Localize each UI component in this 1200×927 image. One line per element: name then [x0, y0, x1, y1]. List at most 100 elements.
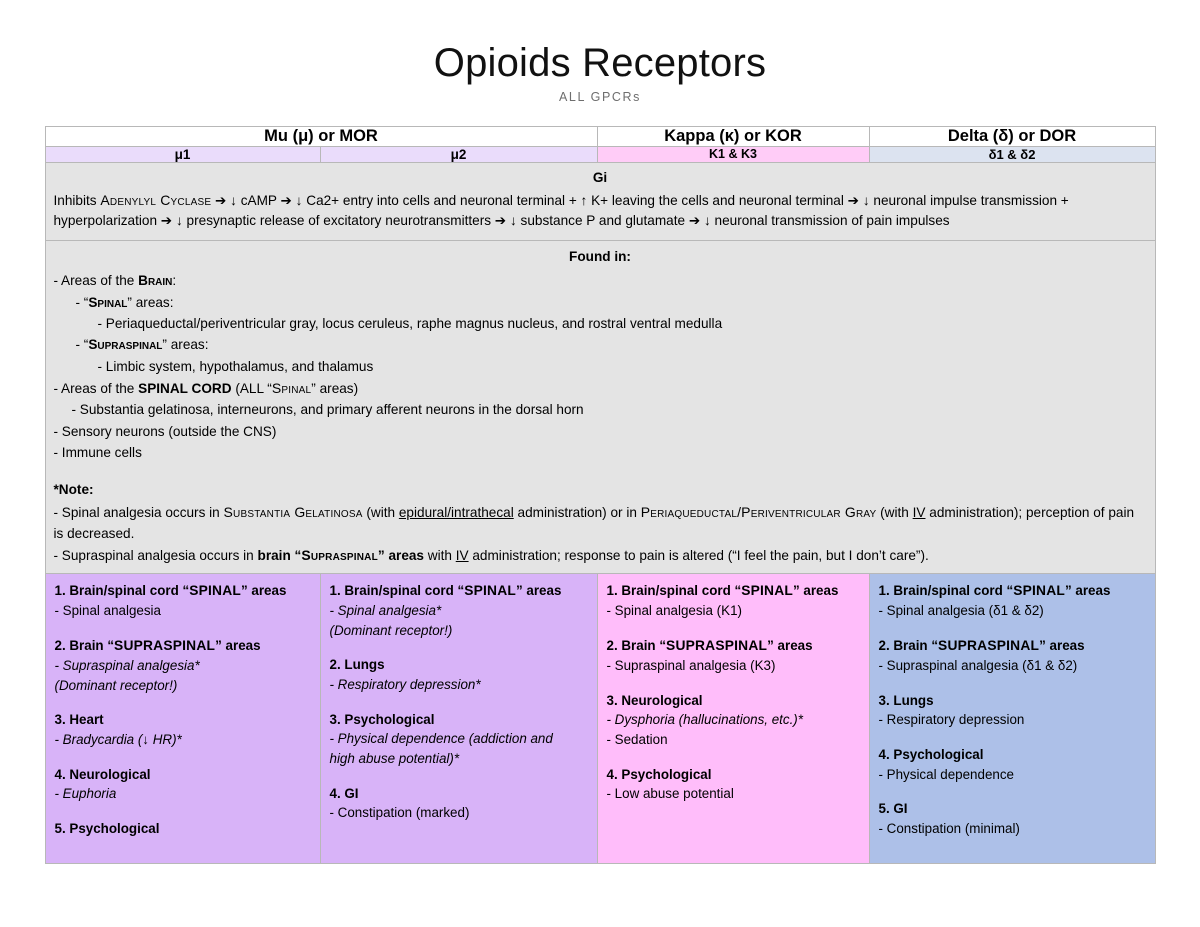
- page-title: Opioids Receptors: [433, 41, 767, 85]
- group-gap: [879, 730, 1146, 745]
- table-header-row: Mu (μ) or MOR Kappa (κ) or KOR Delta (δ)…: [44, 126, 1156, 147]
- found-in-line-1: - “Spinal” areas:: [75, 294, 174, 310]
- column-kappa-content: 1. Brain/spinal cord “SPINAL” areas - Spi…: [597, 573, 869, 863]
- gi-cell: Gi Inhibits Adenylyl Cyclase ➔ ↓ cAMP ➔ …: [44, 162, 1156, 241]
- found-in-line-8: - Immune cells: [53, 444, 142, 460]
- note-line-2: - Supraspinal analgesia occurs in brain …: [53, 547, 929, 564]
- column-mu2: 1. Brain/spinal cord “SPINAL” areas - Spi…: [319, 572, 598, 864]
- effect-item: - Spinal analgesia (δ1 & δ2): [878, 602, 1044, 618]
- effect-group-heading: 2. Brain “SUPRASPINAL” areas: [606, 637, 813, 653]
- effect-item: - Constipation (minimal): [878, 821, 1020, 837]
- found-in-line-7: - Sensory neurons (outside the CNS): [53, 423, 277, 439]
- group-gap: [330, 640, 588, 655]
- found-in-line-3: - “Supraspinal” areas:: [75, 337, 209, 353]
- effect-group-heading: 1. Brain/spinal cord “SPINAL” areas: [606, 582, 839, 598]
- effect-item: - Supraspinal analgesia*: [54, 657, 200, 673]
- effect-item: - Low abuse potential: [606, 786, 734, 802]
- effect-group-heading: 3. Neurological: [606, 692, 703, 708]
- group-gap: [879, 621, 1146, 636]
- found-in-cell: Found in: - Areas of the Brain: - “Spina…: [44, 239, 1156, 574]
- title-block: Opioids Receptors ALL GPCRs: [0, 0, 1200, 104]
- gi-text: Inhibits Adenylyl Cyclase ➔ ↓ cAMP ➔ ↓ C…: [53, 191, 1069, 229]
- group-gap: [607, 750, 860, 765]
- effect-item: - Spinal analgesia: [54, 602, 161, 618]
- effect-group-heading: 5. Psychological: [54, 821, 160, 837]
- effect-item: - Sedation: [606, 731, 668, 747]
- effect-item: (Dominant receptor!): [54, 677, 178, 693]
- group-gap: [879, 676, 1146, 691]
- header-kappa: Kappa (κ) or KOR: [596, 126, 870, 147]
- column-mu1-content: 1. Brain/spinal cord “SPINAL” areas - Spi…: [45, 573, 320, 863]
- found-in-heading: Found in:: [569, 248, 631, 264]
- effect-item: - Respiratory depression*: [329, 676, 481, 692]
- group-gap: [55, 695, 311, 710]
- receptor-effects-row: 1. Brain/spinal cord “SPINAL” areas - Spi…: [44, 572, 1156, 864]
- effect-item: (Dominant receptor!): [329, 622, 453, 638]
- effect-item: - Spinal analgesia (K1): [606, 602, 742, 618]
- group-gap: [330, 769, 588, 784]
- adenylyl-cyclase-term: Adenylyl Cyclase: [100, 191, 212, 208]
- note-line-1: - Spinal analgesia occurs in Substantia …: [53, 503, 1135, 541]
- column-mu1: 1. Brain/spinal cord “SPINAL” areas - Spi…: [44, 572, 321, 864]
- group-gap: [607, 676, 860, 691]
- effect-group-heading: 4. GI: [329, 785, 359, 801]
- subheader-delta: δ1 & δ2: [868, 146, 1156, 163]
- effect-group-heading: 4. Psychological: [878, 746, 984, 762]
- group-gap: [55, 621, 311, 636]
- effect-item: - Spinal analgesia*: [329, 602, 442, 618]
- found-in-row: Found in: - Areas of the Brain: - “Spina…: [44, 239, 1156, 574]
- effect-group-heading: 5. GI: [878, 801, 908, 817]
- effect-group-heading: 3. Lungs: [878, 692, 934, 708]
- area-term: SPINAL: [189, 582, 241, 598]
- header-delta: Delta (δ) or DOR: [868, 126, 1156, 147]
- effect-group-heading: 4. Neurological: [54, 766, 151, 782]
- area-term: SPINAL: [1013, 582, 1065, 598]
- found-in-line-4: - Limbic system, hypothalamus, and thala…: [97, 358, 374, 374]
- effect-item: - Dysphoria (hallucinations, etc.)*: [606, 712, 803, 728]
- group-gap: [55, 750, 311, 765]
- substantia-gelatinosa-term: Substantia Gelatinosa: [223, 503, 363, 520]
- effect-item: - Supraspinal analgesia (δ1 & δ2): [878, 657, 1078, 673]
- group-gap: [330, 695, 588, 710]
- opioid-receptors-table: Mu (μ) or MOR Kappa (κ) or KOR Delta (δ)…: [44, 126, 1156, 864]
- effect-group-heading: 4. Psychological: [606, 766, 712, 782]
- group-gap: [879, 784, 1146, 799]
- column-delta: 1. Brain/spinal cord “SPINAL” areas - Spi…: [868, 572, 1156, 864]
- effect-group-heading: 1. Brain/spinal cord “SPINAL” areas: [54, 582, 287, 598]
- found-in-line-2: - Periaqueductal/periventricular gray, l…: [97, 315, 723, 331]
- effect-item: - Constipation (marked): [329, 805, 470, 821]
- epidural-intrathecal-term: epidural/intrathecal: [398, 504, 514, 520]
- effect-item: - Supraspinal analgesia (K3): [606, 657, 776, 673]
- area-term: SUPRASPINAL: [114, 637, 216, 653]
- note-heading: *Note:: [53, 482, 94, 498]
- subheader-kappa: K1 & K3: [596, 146, 870, 163]
- effect-group-heading: 2. Brain “SUPRASPINAL” areas: [878, 637, 1085, 653]
- found-in-line-0: - Areas of the Brain:: [53, 273, 177, 289]
- effect-group-heading: 2. Brain “SUPRASPINAL” areas: [54, 637, 261, 653]
- effect-group-heading: 1. Brain/spinal cord “SPINAL” areas: [329, 582, 562, 598]
- group-gap: [55, 804, 311, 819]
- spinal-cord-term: SPINAL CORD: [138, 380, 232, 396]
- effect-item: - Physical dependence: [878, 766, 1014, 782]
- effect-item: - Bradycardia (↓ HR)*: [54, 731, 182, 747]
- page-subtitle: ALL GPCRs: [558, 90, 641, 104]
- spinal-term: Spinal: [88, 294, 128, 310]
- gi-mechanism-row: Gi Inhibits Adenylyl Cyclase ➔ ↓ cAMP ➔ …: [44, 162, 1156, 241]
- group-gap: [607, 621, 860, 636]
- effect-group-heading: 1. Brain/spinal cord “SPINAL” areas: [878, 582, 1111, 598]
- header-mu: Mu (μ) or MOR: [44, 126, 598, 147]
- periaqueductal-gray-term: Periaqueductal/Periventricular Gray: [640, 503, 877, 520]
- supraspinal-term: Supraspinal: [88, 337, 163, 353]
- effect-item: - Euphoria: [54, 786, 117, 802]
- found-in-line-6: - Substantia gelatinosa, interneurons, a…: [71, 402, 584, 418]
- column-mu2-content: 1. Brain/spinal cord “SPINAL” areas - Spi…: [320, 573, 597, 863]
- area-term: SPINAL: [741, 582, 793, 598]
- effect-group-heading: 3. Psychological: [329, 711, 435, 727]
- area-term: SUPRASPINAL: [938, 637, 1040, 653]
- gi-heading: Gi: [592, 170, 608, 185]
- area-term: SUPRASPINAL: [666, 637, 768, 653]
- effect-item: - Physical dependence (addiction and: [329, 731, 553, 747]
- effect-group-heading: 3. Heart: [54, 712, 104, 728]
- area-term: SPINAL: [464, 582, 516, 598]
